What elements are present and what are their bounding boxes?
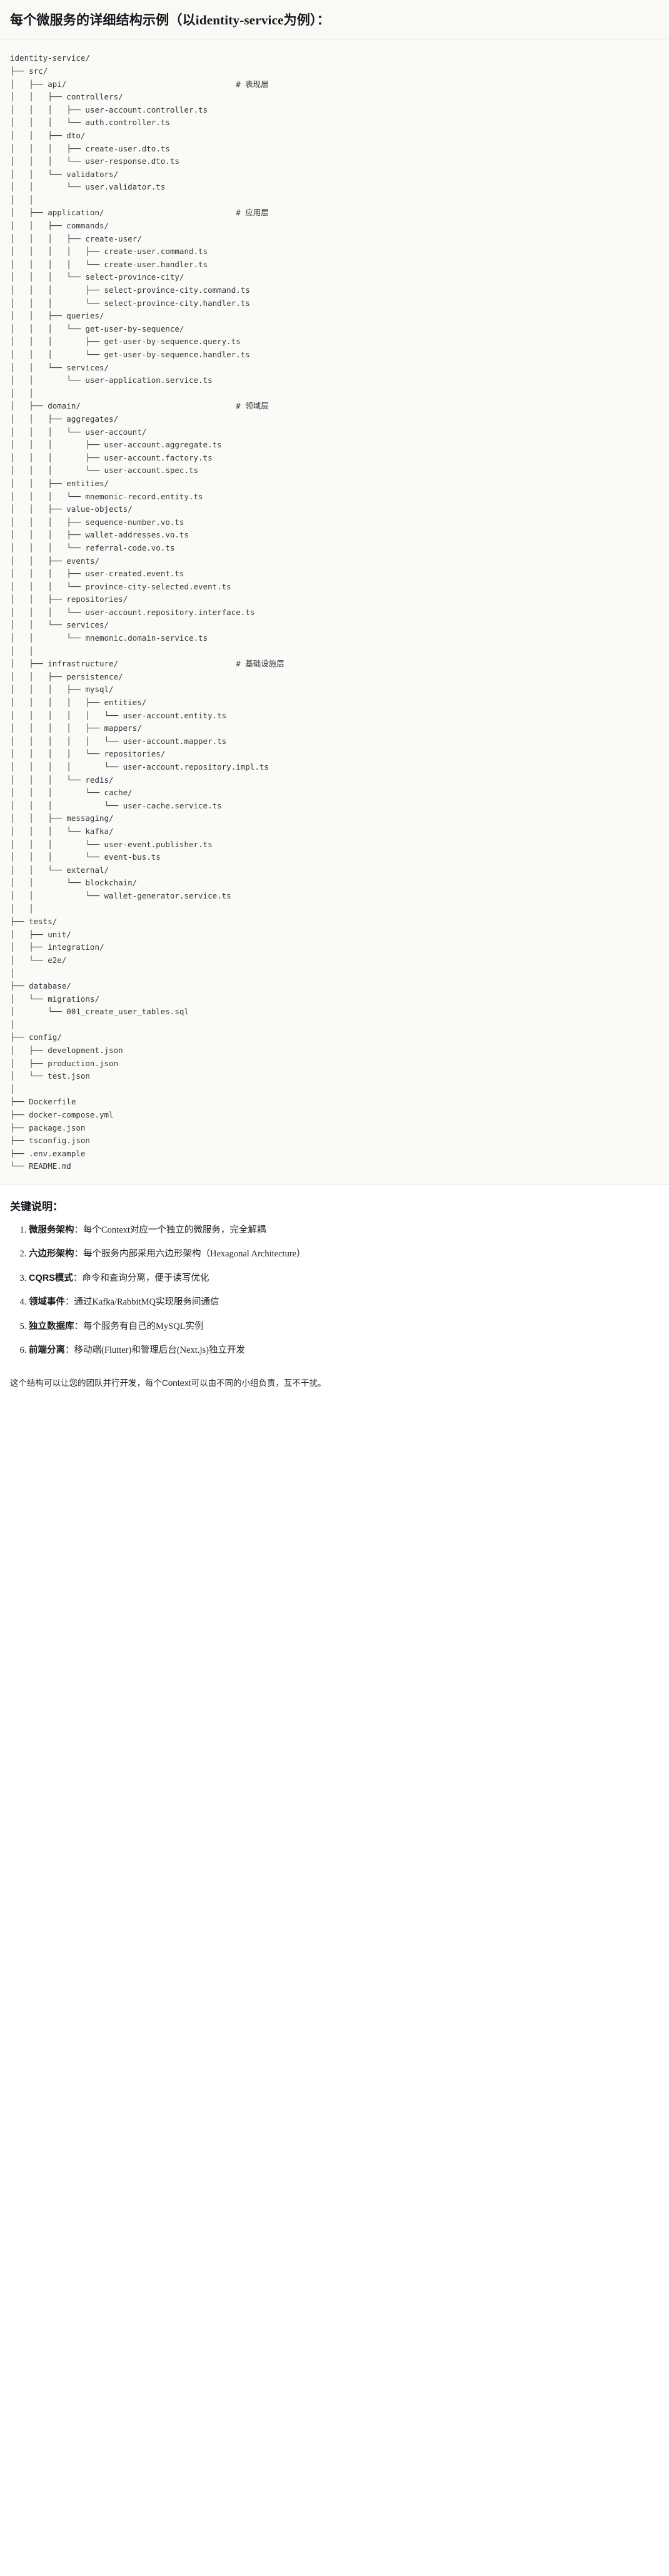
list-item: 微服务架构：每个Context对应一个独立的微服务，完全解耦 — [29, 1223, 659, 1237]
key-point-term: 前端分离 — [29, 1345, 65, 1356]
key-point-term: 独立数据库 — [29, 1321, 74, 1331]
key-point-description: 命令和查询分离，便于读写优化 — [82, 1273, 209, 1283]
list-item: CQRS模式：命令和查询分离，便于读写优化 — [29, 1271, 659, 1285]
page-title: 每个微服务的详细结构示例（以identity-service为例）： — [10, 13, 330, 28]
key-points-section: 关键说明： 微服务架构：每个Context对应一个独立的微服务，完全解耦 六边形… — [0, 1185, 669, 1374]
footer-note: 这个结构可以让您的团队并行开发，每个Context可以由不同的小组负责，互不干扰… — [0, 1373, 669, 1404]
key-point-term: 六边形架构 — [29, 1249, 74, 1260]
key-point-term: 微服务架构 — [29, 1225, 74, 1235]
key-point-description: 每个Context对应一个独立的微服务，完全解耦 — [83, 1225, 266, 1235]
key-point-separator: ： — [65, 1297, 74, 1308]
list-item: 领域事件：通过Kafka/RabbitMQ实现服务间通信 — [29, 1295, 659, 1309]
key-point-description: 通过Kafka/RabbitMQ实现服务间通信 — [74, 1297, 219, 1308]
list-item: 前端分离：移动端(Flutter)和管理后台(Next.js)独立开发 — [29, 1343, 659, 1357]
key-point-description: 每个服务内部采用六边形架构（Hexagonal Architecture） — [83, 1249, 306, 1260]
document-page: 每个微服务的详细结构示例（以identity-service为例）： ident… — [0, 0, 669, 1403]
directory-tree: identity-service/ ├── src/ │ ├── api/ # … — [10, 53, 284, 1171]
key-point-description: 移动端(Flutter)和管理后台(Next.js)独立开发 — [74, 1345, 245, 1356]
key-point-separator: ： — [73, 1273, 83, 1283]
key-points-list: 微服务架构：每个Context对应一个独立的微服务，完全解耦 六边形架构：每个服… — [10, 1223, 659, 1358]
key-point-separator: ： — [74, 1225, 84, 1235]
directory-tree-block: identity-service/ ├── src/ │ ├── api/ # … — [0, 39, 669, 1185]
list-item: 六边形架构：每个服务内部采用六边形架构（Hexagonal Architectu… — [29, 1247, 659, 1261]
key-point-separator: ： — [74, 1321, 84, 1331]
list-item: 独立数据库：每个服务有自己的MySQL实例 — [29, 1320, 659, 1333]
key-point-separator: ： — [65, 1345, 74, 1356]
key-points-heading: 关键说明： — [10, 1201, 63, 1213]
title-band: 每个微服务的详细结构示例（以identity-service为例）： — [0, 0, 669, 40]
key-point-term: 领域事件 — [29, 1297, 65, 1308]
key-point-separator: ： — [74, 1249, 84, 1260]
key-point-term: CQRS模式 — [29, 1273, 73, 1283]
key-point-description: 每个服务有自己的MySQL实例 — [83, 1321, 204, 1331]
